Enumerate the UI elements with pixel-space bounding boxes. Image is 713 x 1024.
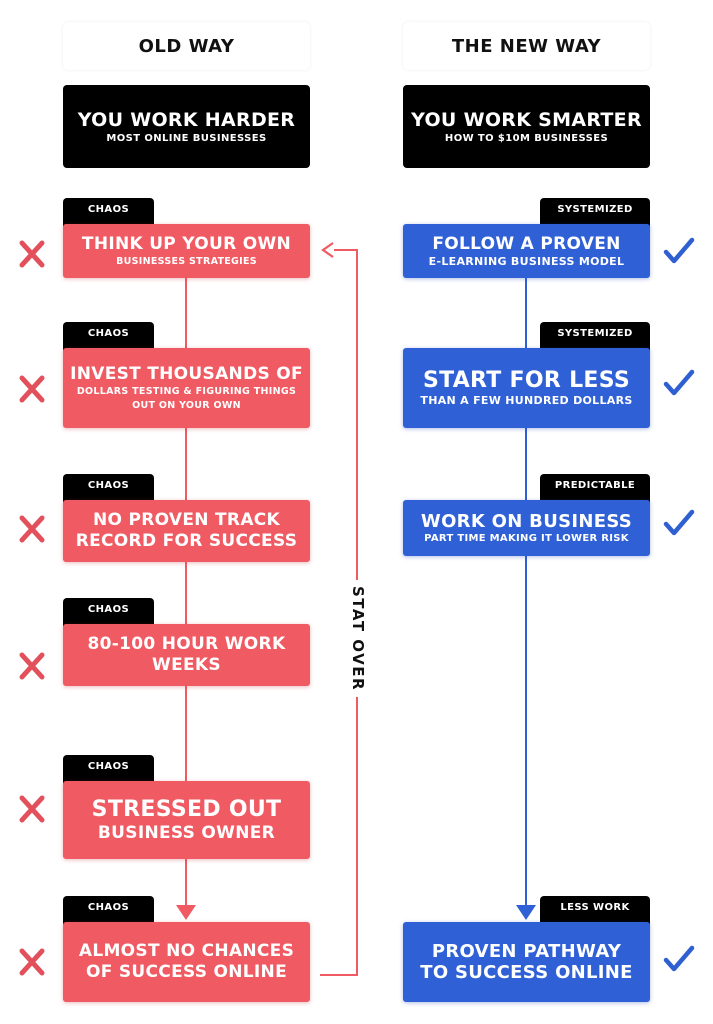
old-step-3-line1: NO PROVEN TRACK [92,510,281,530]
old-step-6-line2: OF SUCCESS ONLINE [85,962,287,982]
old-step-5-line1: STRESSED OUT [91,796,282,822]
old-step-1-subtitle: BUSINESSES STRATEGIES [116,255,257,267]
x-icon [19,240,45,268]
new-step-3: WORK ON BUSINESS PART TIME MAKING IT LOW… [403,500,650,556]
check-icon [663,509,695,536]
check-icon [663,369,695,396]
old-way-arrowhead [176,905,196,920]
new-way-intro-subtitle: HOW TO $10M BUSINESSES [444,133,609,144]
old-way-header: OLD WAY [63,22,310,70]
new-way-intro-title: YOU WORK SMARTER [411,109,642,131]
new-step-4: PROVEN PATHWAY TO SUCCESS ONLINE [403,922,650,1002]
old-step-4-line1: 80-100 HOUR WORK [87,634,286,654]
old-step-3-line2: RECORD FOR SUCCESS [75,531,298,551]
new-step-1-tag: SYSTEMIZED [540,198,650,228]
old-step-4: 80-100 HOUR WORK WEEKS [63,624,310,686]
new-way-header: THE NEW WAY [403,22,650,70]
new-step-4-line1: PROVEN PATHWAY [431,941,622,962]
old-step-6-line1: ALMOST NO CHANCES [78,941,295,961]
old-step-3-tag: CHAOS [63,474,154,504]
old-step-1: THINK UP YOUR OWN BUSINESSES STRATEGIES [63,224,310,278]
new-step-2-line1: START FOR LESS [422,368,631,393]
new-step-2: START FOR LESS THAN A FEW HUNDRED DOLLAR… [403,348,650,428]
old-step-4-tag: CHAOS [63,598,154,628]
old-step-1-tag: CHAOS [63,198,154,228]
old-step-5-line2: BUSINESS OWNER [97,822,276,843]
old-step-2-title: INVEST THOUSANDS OF [70,363,303,384]
new-way-intro: YOU WORK SMARTER HOW TO $10M BUSINESSES [403,85,650,168]
old-step-2-tag: CHAOS [63,322,154,352]
old-step-2-line2: DOLLARS TESTING & FIGURING THINGS [76,385,297,397]
old-step-2: INVEST THOUSANDS OF DOLLARS TESTING & FI… [63,348,310,428]
x-icon [19,515,45,543]
new-step-1-line2: E-LEARNING BUSINESS MODEL [428,254,625,268]
old-step-6: ALMOST NO CHANCES OF SUCCESS ONLINE [63,922,310,1002]
old-way-intro: YOU WORK HARDER MOST ONLINE BUSINESSES [63,85,310,168]
new-way-arrowhead [516,905,536,920]
new-step-4-tag: LESS WORK [540,896,650,926]
x-icon [19,795,45,823]
old-step-3: NO PROVEN TRACK RECORD FOR SUCCESS [63,500,310,562]
new-step-3-line2: PART TIME MAKING IT LOWER RISK [424,532,629,544]
old-step-1-title: THINK UP YOUR OWN [81,233,292,254]
new-step-3-tag: PREDICTABLE [540,474,650,504]
new-step-3-line1: WORK ON BUSINESS [420,510,633,532]
old-step-5-tag: CHAOS [63,755,154,785]
x-icon [19,948,45,976]
new-step-1-line1: FOLLOW A PROVEN [432,233,621,254]
new-step-2-line2: THAN A FEW HUNDRED DOLLARS [420,394,633,407]
new-step-4-line2: TO SUCCESS ONLINE [420,962,633,983]
new-step-2-tag: SYSTEMIZED [540,322,650,352]
check-icon [663,237,695,264]
x-icon [19,652,45,680]
restart-loop-arrowhead [321,242,334,258]
x-icon [19,375,45,403]
old-way-intro-subtitle: MOST ONLINE BUSINESSES [106,133,267,144]
old-step-5: STRESSED OUT BUSINESS OWNER [63,781,310,859]
old-step-6-tag: CHAOS [63,896,154,926]
old-step-2-line3: OUT ON YOUR OWN [132,399,241,411]
old-way-intro-title: YOU WORK HARDER [77,109,296,131]
check-icon [663,945,695,972]
restart-label: STAT OVER [347,580,367,698]
new-step-1: FOLLOW A PROVEN E-LEARNING BUSINESS MODE… [403,224,650,278]
old-step-4-line2: WEEKS [152,655,221,675]
